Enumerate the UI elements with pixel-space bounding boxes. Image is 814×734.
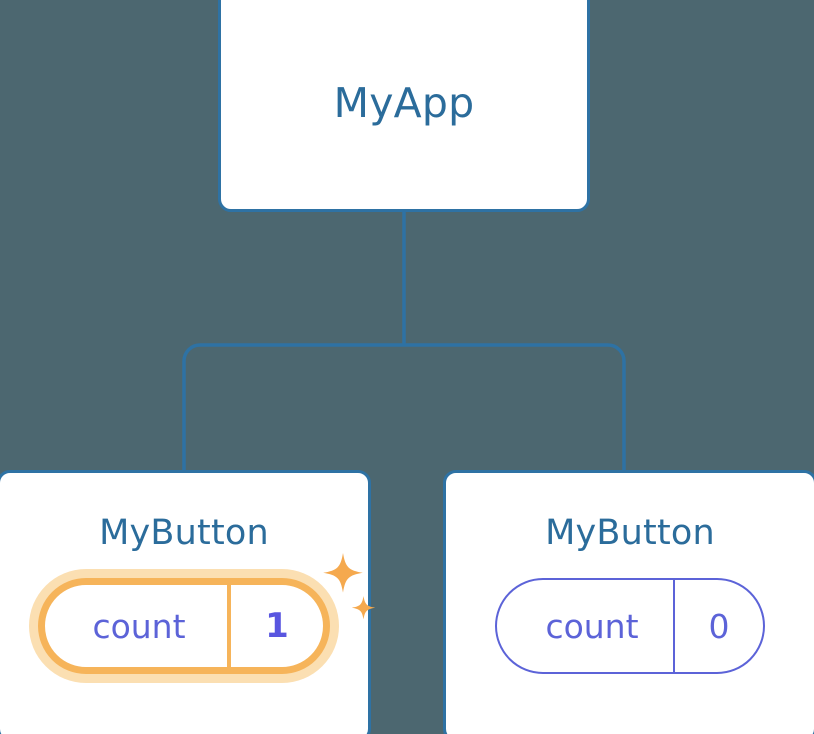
node-myapp-title: MyApp	[333, 78, 475, 127]
state-key-left: count	[45, 585, 231, 667]
node-button-left-title: MyButton	[99, 513, 269, 553]
node-button-left[interactable]: MyButton count 1	[0, 470, 376, 734]
node-myapp[interactable]: MyApp	[218, 0, 590, 212]
state-pill-wrap-left: count 1	[0, 553, 376, 674]
state-value-left: 1	[265, 606, 289, 646]
node-button-right[interactable]: MyButton count 0	[443, 470, 814, 734]
state-pill-wrap-right: count 0	[446, 578, 814, 674]
edge-to-right-child	[404, 343, 626, 474]
state-value-right: 0	[708, 606, 730, 646]
state-key-right: count	[497, 580, 675, 672]
sparkle-icon	[323, 553, 376, 620]
state-pill-right[interactable]: count 0	[495, 578, 765, 674]
node-button-right-title: MyButton	[545, 513, 715, 553]
state-pill-left[interactable]: count 1	[38, 553, 376, 674]
edge-to-left-child	[182, 343, 404, 474]
